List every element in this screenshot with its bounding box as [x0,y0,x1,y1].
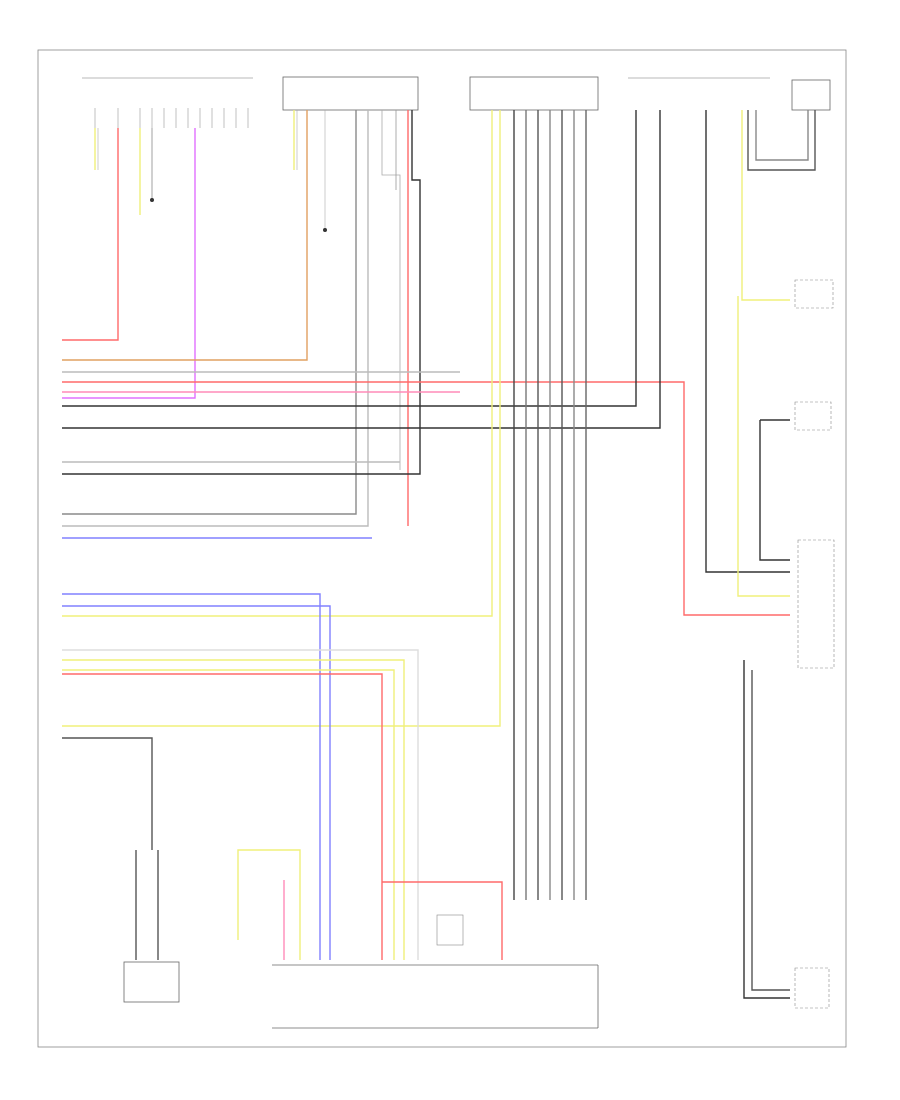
module-bottom-left [123,961,180,1003]
module-top-left [82,77,253,128]
module-top-center-left [282,76,419,111]
module-right-mid-2 [794,401,832,431]
wires-lower-left [62,593,503,960]
module-right-side [797,539,835,669]
module-top-center [469,76,599,111]
module-top-far-right [791,79,831,111]
wires-top-center-left [62,110,421,527]
module-bottom-center [272,914,599,1029]
wires-top-right [705,110,816,999]
wires-top-left [62,128,196,399]
wires-top-center [62,110,587,900]
diagram-frame [37,49,847,1048]
module-right-mid-1 [794,279,834,309]
module-right-bottom [794,967,830,1009]
wires-left-bus [62,110,790,616]
